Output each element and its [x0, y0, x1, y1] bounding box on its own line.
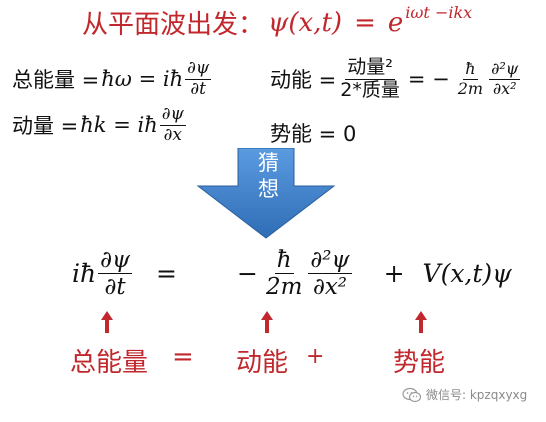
- kinetic-energy-equation: 动能 = 动量² 2*质量 = − ħ 2m ∂²ψ ∂x²: [270, 56, 522, 101]
- main-plus: +: [383, 259, 405, 289]
- up-arrow-potential: [415, 311, 427, 333]
- fraction-denominator: ∂x: [163, 124, 182, 145]
- fraction-numerator: ∂ψ: [185, 58, 212, 80]
- fraction-numerator: 动量²: [345, 56, 395, 80]
- fraction-denominator: ∂t: [190, 78, 206, 99]
- guess-char-1: 猜: [258, 151, 279, 175]
- kinetic-energy-label: 动能 =: [270, 68, 337, 93]
- title-line: 从平面波出发： ψ(x,t) = e iωt −ikx: [82, 3, 473, 41]
- bottom-potential-energy: 势能: [393, 348, 446, 378]
- hbar-2m-fraction: ħ 2m: [456, 59, 485, 98]
- time-derivative-fraction: ∂ψ ∂t: [185, 58, 212, 99]
- title-exp-base: e: [387, 7, 404, 38]
- watermark: 微信号: kpzqxyxg: [402, 386, 527, 403]
- fraction-numerator: ∂ψ: [159, 104, 186, 126]
- main-equals: =: [156, 259, 177, 289]
- main-time-derivative: ∂ψ ∂t: [98, 247, 133, 301]
- up-arrow-total: [101, 311, 113, 333]
- bottom-total-energy: 总能量: [70, 348, 149, 378]
- second-derivative-fraction: ∂²ψ ∂x²: [489, 59, 521, 98]
- potential-term: V(x,t)ψ: [422, 259, 512, 289]
- fraction-denominator: 2*质量: [340, 78, 400, 101]
- title-wavefunction: ψ(x,t): [268, 7, 343, 38]
- total-energy-expr: ħω = iħ: [101, 67, 184, 92]
- guess-label: 猜 想: [258, 150, 279, 202]
- title-prefix: 从平面波出发：: [82, 10, 265, 40]
- momentum-label: 动量 =: [12, 114, 79, 139]
- guess-arrow: [196, 148, 336, 239]
- title-exponent: iωt −ikx: [405, 3, 473, 22]
- total-energy-label: 总能量 =: [12, 68, 100, 93]
- momentum-equation: 动量 = ħk = iħ ∂ψ ∂x: [12, 104, 188, 145]
- fraction-denominator: 2m: [265, 274, 303, 301]
- guess-arrow-shape: [196, 148, 336, 239]
- bottom-kinetic-energy: 动能: [236, 348, 289, 378]
- up-arrow-kinetic: [261, 311, 273, 333]
- total-energy-equation: 总能量 = ħω = iħ ∂ψ ∂t: [12, 58, 213, 99]
- fraction-denominator: ∂x²: [492, 78, 517, 98]
- fraction-denominator: ∂x²: [312, 274, 348, 301]
- fraction-numerator: ∂²ψ: [489, 59, 521, 80]
- fraction-denominator: 2m: [457, 78, 484, 98]
- guess-char-2: 想: [258, 177, 279, 201]
- space-derivative-fraction: ∂ψ ∂x: [159, 104, 186, 145]
- main-minus: −: [237, 259, 258, 289]
- watermark-text: 微信号: kpzqxyxg: [426, 388, 528, 402]
- fraction-numerator: ħ: [274, 247, 294, 275]
- fraction-numerator: ∂²ψ: [308, 247, 352, 275]
- title-equals: =: [354, 7, 376, 38]
- fraction-numerator: ∂ψ: [98, 247, 133, 275]
- bottom-equals: =: [172, 342, 194, 372]
- main-hbar-2m: ħ 2m: [264, 248, 304, 299]
- ihbar-term: iħ: [72, 259, 97, 289]
- potential-energy-equation: 势能 = 0: [270, 122, 357, 146]
- schrodinger-equation: iħ ∂ψ ∂t = − ħ 2m ∂²ψ ∂x² + V(x,t)ψ: [72, 248, 512, 299]
- fraction-numerator: ħ: [463, 59, 478, 80]
- kinetic-equals-minus: = −: [407, 67, 450, 92]
- bottom-plus: +: [306, 344, 325, 369]
- wechat-icon: [402, 387, 422, 403]
- fraction-denominator: ∂t: [104, 274, 126, 301]
- momentum-expr: ħk = iħ: [80, 113, 158, 138]
- main-second-derivative: ∂²ψ ∂x²: [308, 247, 352, 301]
- momentum-mass-fraction: 动量² 2*质量: [338, 56, 402, 101]
